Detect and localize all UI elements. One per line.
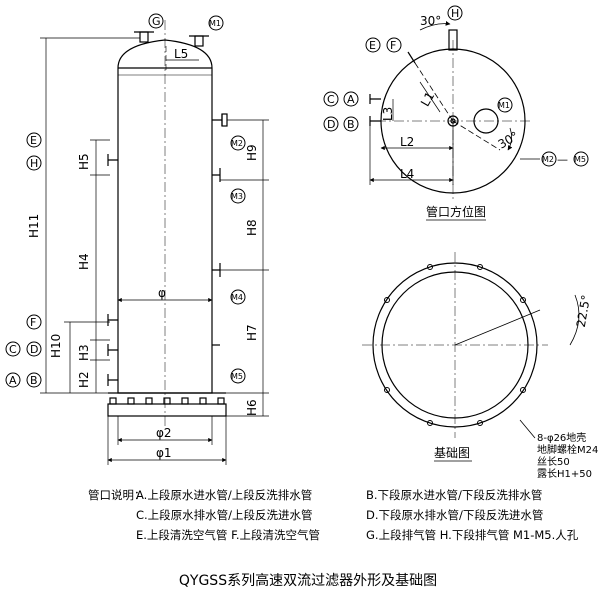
dim-h8: H8 [245, 219, 259, 236]
label-e: E [30, 134, 37, 147]
plan-label-f: F [390, 39, 396, 52]
plan-title: 管口方位图 [426, 204, 486, 219]
plan-view [369, 21, 540, 200]
label-f: F [30, 316, 36, 329]
legend-item: C.上段原水排水管/上段反洗进水管 [136, 508, 313, 522]
legend-item: D.下段原水排水管/下段反洗进水管 [366, 508, 544, 522]
legend-row: C.上段原水排水管/上段反洗进水管 D.下段原水排水管/下段反洗进水管 [88, 505, 608, 525]
nozzle-m1-label: M1 [209, 19, 221, 28]
dim-h5: H5 [77, 153, 91, 170]
legend-item: E.上段清洗空气管 F.上段清洗空气管 [136, 528, 320, 542]
plan-dim-l2: L2 [400, 135, 414, 149]
dim-diameter-1: φ1 [156, 446, 172, 460]
plan-label-h: H [451, 7, 459, 20]
dim-l5: L5 [174, 47, 188, 61]
dim-h3: H3 [77, 344, 91, 361]
drawing-caption: QYGSS系列高速双流过滤器外形及基础图 [178, 573, 438, 589]
plan-dim-l4: L4 [400, 167, 414, 181]
nozzle-legend: 管口说明： A.上段原水进水管/上段反洗排水管 B.下段原水进水管/下段反洗排水… [88, 485, 608, 545]
elevation-view [40, 20, 269, 465]
dim-h2: H2 [77, 371, 91, 388]
plan-dim-l1: L1 [418, 89, 437, 108]
foundation-view [362, 252, 580, 439]
legend-heading: 管口说明： [88, 488, 146, 502]
plan-label-d: D [327, 118, 335, 131]
dim-h9: H9 [245, 144, 259, 161]
label-c: C [9, 343, 17, 356]
dim-h7: H7 [245, 324, 259, 341]
foundation-note-4: 露长H1+50 [537, 468, 592, 480]
plan-label-m5: M5 [574, 155, 586, 164]
plan-label-e: E [369, 39, 376, 52]
vessel-shell [117, 39, 213, 394]
plan-angle-right: 30° [496, 129, 521, 152]
label-h: H [30, 157, 38, 170]
label-m2: M2 [231, 139, 243, 148]
plan-angle-top: 30° [420, 14, 441, 28]
plan-label-a: A [347, 93, 355, 106]
foundation-angle: 22.5° [574, 294, 593, 329]
dim-diameter: φ [158, 286, 166, 300]
dim-h11: H11 [27, 214, 41, 238]
legend-item: B.下段原水进水管/下段反洗排水管 [366, 488, 543, 502]
plan-m-range: — [557, 153, 568, 166]
plan-label-m1: M1 [498, 101, 510, 110]
foundation-note-3: 丝长50 [537, 456, 570, 468]
label-m3: M3 [231, 192, 243, 201]
plan-label-b: B [347, 118, 355, 131]
label-a: A [9, 374, 17, 387]
dim-diameter-2: φ2 [156, 426, 172, 440]
label-b: B [30, 374, 38, 387]
foundation-labels: 22.5° 8-φ26地壳 地脚螺栓M24 丝长50 露长H1+50 基础图 [434, 294, 598, 480]
dim-h10: H10 [49, 334, 63, 358]
label-m5: M5 [231, 372, 243, 381]
foundation-title: 基础图 [434, 446, 470, 460]
legend-item: G.上段排气管 H.下段排气管 M1-M5.人孔 [366, 528, 579, 542]
label-m4: M4 [231, 293, 243, 302]
left-nozzles [107, 154, 118, 386]
plan-label-m2: M2 [542, 155, 554, 164]
anchor-bolt-holes [384, 264, 526, 426]
legend-item: A.上段原水进水管/上段反洗排水管 [136, 488, 313, 502]
dim-h4: H4 [77, 253, 91, 270]
foundation-note-1: 8-φ26地壳 [537, 431, 586, 444]
nozzle-g-label: G [152, 15, 161, 28]
plan-dim-l3: L3 [381, 107, 395, 121]
anchor-legs [109, 397, 225, 405]
right-nozzles [212, 113, 228, 346]
foundation-note-2: 地脚螺栓M24 [537, 443, 598, 456]
plan-labels: H 30° E F C A D B M1 M2 — M5 30° L1 L2 L… [323, 5, 589, 221]
elevation-labels: G M1 L5 H11 H5 H4 H10 H3 H2 H9 H8 H7 H6 … [5, 13, 259, 460]
legend-row: E.上段清洗空气管 F.上段清洗空气管 G.上段排气管 H.下段排气管 M1-M… [88, 525, 608, 545]
plan-label-c: C [327, 93, 335, 106]
legend-row: 管口说明： A.上段原水进水管/上段反洗排水管 B.下段原水进水管/下段反洗排水… [88, 485, 608, 505]
dim-h6: H6 [245, 399, 259, 416]
label-d: D [30, 343, 38, 356]
